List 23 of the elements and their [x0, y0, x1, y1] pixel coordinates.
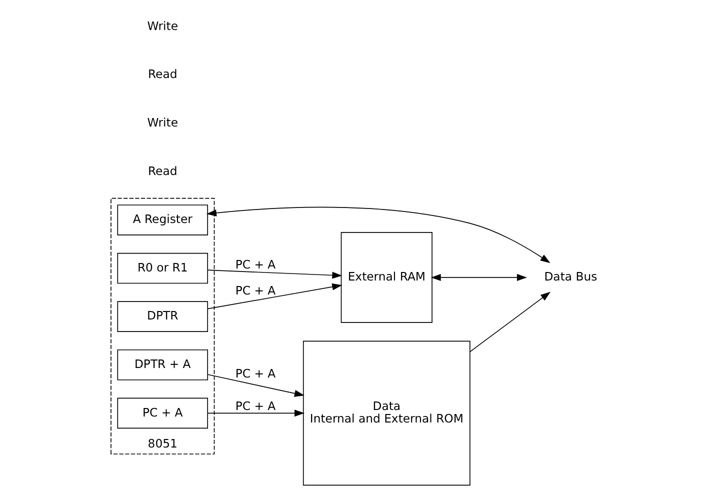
node-box: PC + A: [116, 398, 208, 429]
arrow: [206, 283, 342, 310]
edge-label: PC + A: [234, 257, 276, 272]
edge-label: PC + A: [234, 283, 276, 298]
node-box: DPTR: [116, 301, 208, 332]
edge-label: PC + A: [234, 399, 276, 414]
arrow: [430, 274, 526, 281]
arrow: [206, 270, 342, 279]
node-text: Data Bus: [544, 270, 597, 284]
node-box: DPTR + A: [116, 349, 208, 380]
arrow: [206, 374, 304, 397]
arrow: [469, 292, 550, 352]
node-box: External RAM: [340, 232, 432, 323]
label: Write: [146, 18, 178, 33]
node-box: R0 or R1: [116, 252, 208, 284]
node-box: A Register: [116, 204, 208, 236]
label: Read: [148, 67, 177, 82]
node-box: Data Internal and External ROM: [302, 340, 470, 486]
arrow: [206, 410, 304, 417]
label: Write: [146, 115, 178, 130]
label: Read: [148, 164, 177, 178]
edge-label: PC + A: [234, 366, 276, 381]
arrow: [206, 206, 550, 264]
